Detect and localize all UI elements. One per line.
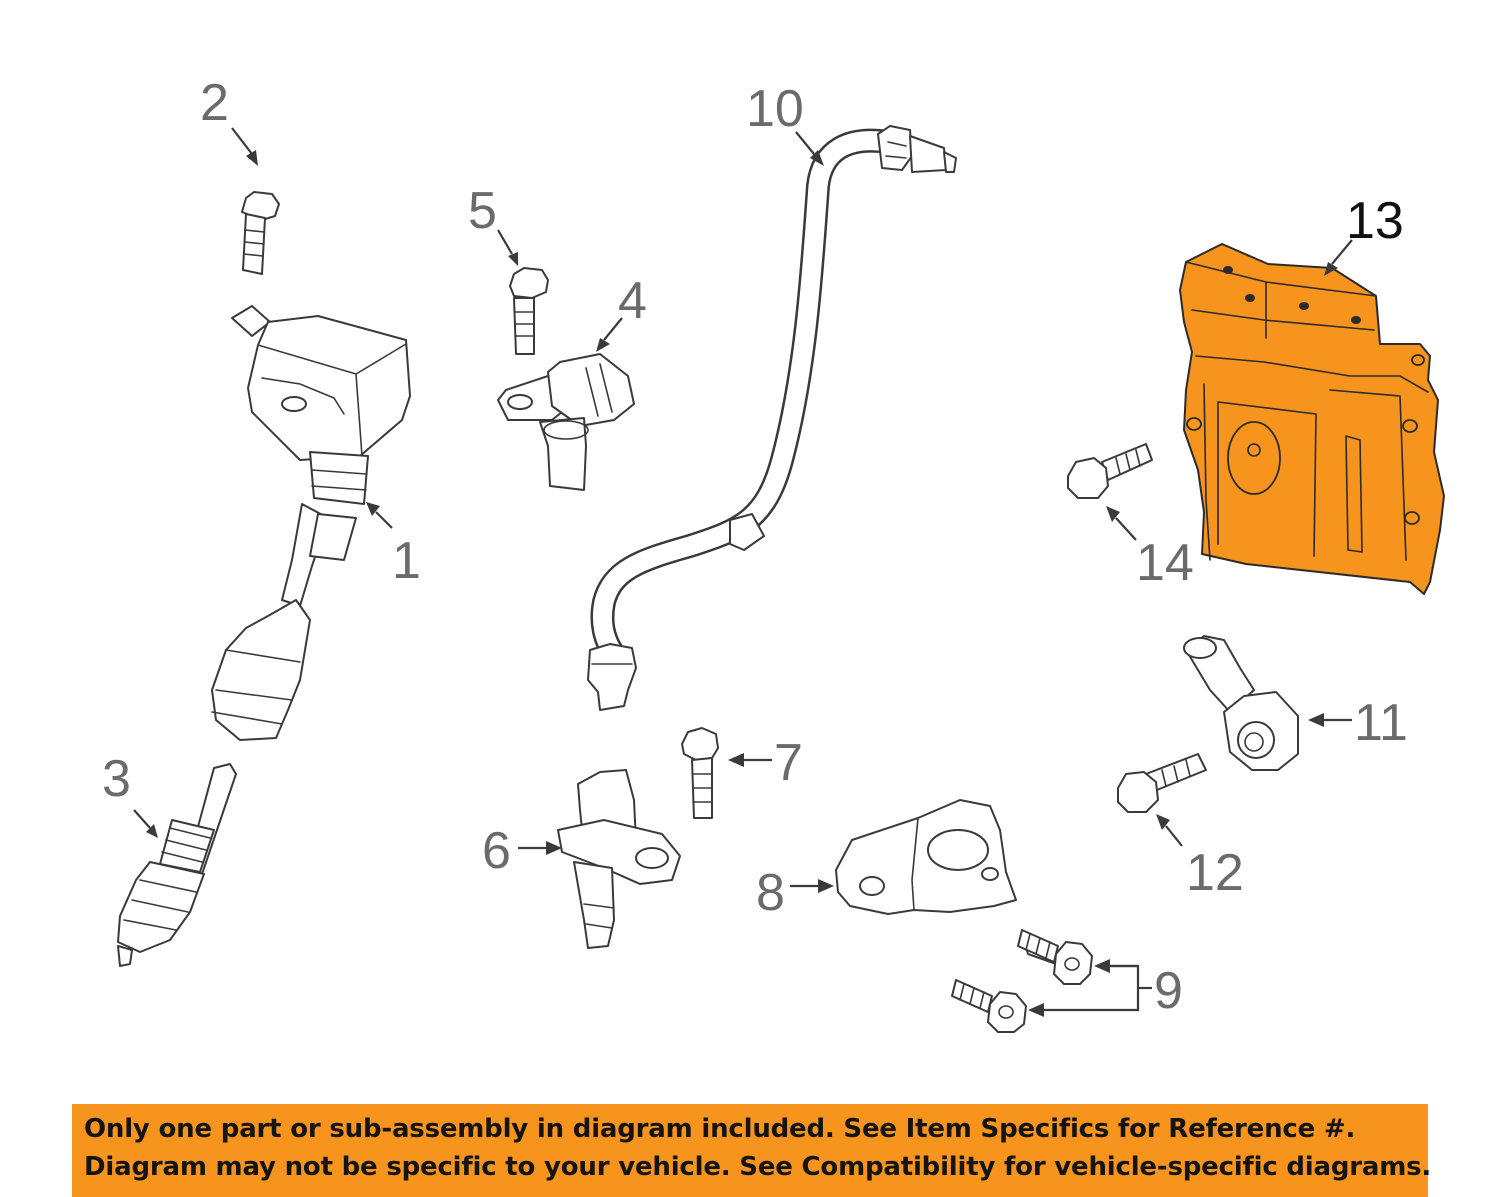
callout-3: 3 [102, 750, 131, 808]
parts-diagram: 2 1 3 5 4 10 13 14 11 12 7 6 8 9 [102, 74, 1445, 1033]
callout-12: 12 [1186, 844, 1244, 902]
bracket-screws [951, 929, 1093, 1033]
callout-1: 1 [392, 532, 421, 590]
module-bolt [1067, 443, 1153, 499]
callout-13: 13 [1346, 192, 1404, 250]
spark-plug [117, 763, 237, 967]
callout-7: 7 [774, 734, 803, 792]
callout-labels: 2 1 3 5 4 10 13 14 11 12 7 6 8 9 [102, 74, 1408, 1020]
coil-bolt [241, 191, 280, 275]
knock-sensor [1183, 635, 1299, 771]
position-sensor-4 [497, 353, 635, 491]
engine-control-module [1179, 243, 1445, 595]
sensor-6-bolt [681, 727, 719, 819]
callout-11: 11 [1354, 694, 1408, 752]
callout-5: 5 [468, 182, 497, 240]
callout-10: 10 [746, 80, 804, 138]
position-sensor-6 [557, 769, 681, 949]
callout-2: 2 [200, 74, 229, 132]
sensor-bracket [835, 799, 1017, 915]
wiring-harness [587, 125, 957, 711]
callout-6: 6 [482, 822, 511, 880]
knock-sensor-bolt [1117, 753, 1207, 813]
ignition-coil [211, 305, 411, 741]
callout-14: 14 [1136, 534, 1194, 592]
disclaimer-line-2: Diagram may not be specific to your vehi… [84, 1152, 1432, 1182]
disclaimer-line-1: Only one part or sub-assembly in diagram… [84, 1114, 1356, 1144]
callout-4: 4 [618, 272, 647, 330]
disclaimer-banner: Only one part or sub-assembly in diagram… [72, 1104, 1432, 1197]
callout-8: 8 [756, 864, 785, 922]
callout-9: 9 [1154, 962, 1183, 1020]
sensor-bolt [509, 267, 549, 355]
leader-lines [133, 127, 1353, 1017]
